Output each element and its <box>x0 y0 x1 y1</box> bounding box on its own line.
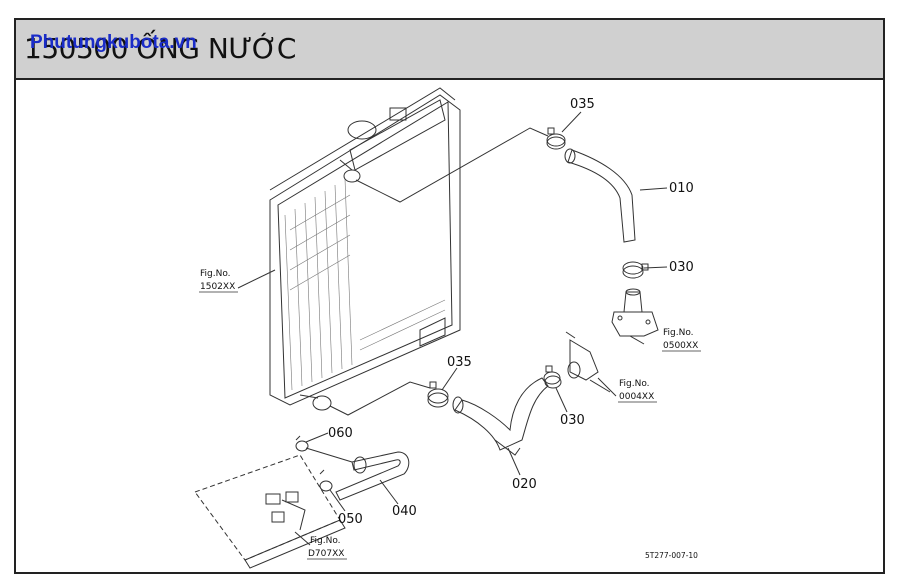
title-bar: 150500 ỐNG NƯỚC Phutungkubota.vn <box>16 20 883 80</box>
leader-upper <box>355 127 549 203</box>
clamp-050 <box>319 469 333 492</box>
page-title: 150500 ỐNG NƯỚC <box>24 32 296 65</box>
pump-inlet <box>565 331 611 393</box>
fig-ref-radiator-label: Fig.No. <box>200 269 231 279</box>
part-label-035-top: 035 <box>570 97 595 112</box>
clamp-035-mid <box>427 381 449 408</box>
thermostat-housing <box>611 288 659 337</box>
clamp-030-mid <box>543 365 562 389</box>
upper-hose-010 <box>564 148 636 243</box>
lower-hose-020 <box>452 377 549 456</box>
diagram-frame <box>14 18 885 574</box>
fig-ref-radiator-code: 1502XX <box>200 282 235 292</box>
fig-ref-pump-code: 0004XX <box>619 392 654 402</box>
part-label-060: 060 <box>328 426 353 441</box>
fig-ref-pump-label: Fig.No. <box>619 379 650 389</box>
part-label-040: 040 <box>392 504 417 519</box>
part-label-010: 010 <box>669 181 694 196</box>
fig-ref-bracket-code: D707XX <box>308 549 344 559</box>
fig-ref-thermostat-label: Fig.No. <box>663 328 694 338</box>
radiator <box>269 87 461 411</box>
watermark: Phutungkubota.vn <box>30 32 197 53</box>
bracket-plate <box>194 454 346 569</box>
clamp-035-top <box>546 127 566 150</box>
fig-ref-thermostat-code: 0500XX <box>663 341 698 351</box>
part-label-030-top: 030 <box>669 260 694 275</box>
clamp-060 <box>295 435 309 452</box>
fig-ref-bracket-label: Fig.No. <box>310 536 341 546</box>
part-label-035-mid: 035 <box>447 355 472 370</box>
drawing-code: 5T277-007-10 <box>645 551 698 560</box>
part-label-050: 050 <box>338 512 363 527</box>
clamp-030-top <box>622 261 649 279</box>
bypass-hose-040 <box>305 447 410 501</box>
part-label-030-mid: 030 <box>560 413 585 428</box>
part-label-020: 020 <box>512 477 537 492</box>
leader-lower <box>329 381 431 416</box>
